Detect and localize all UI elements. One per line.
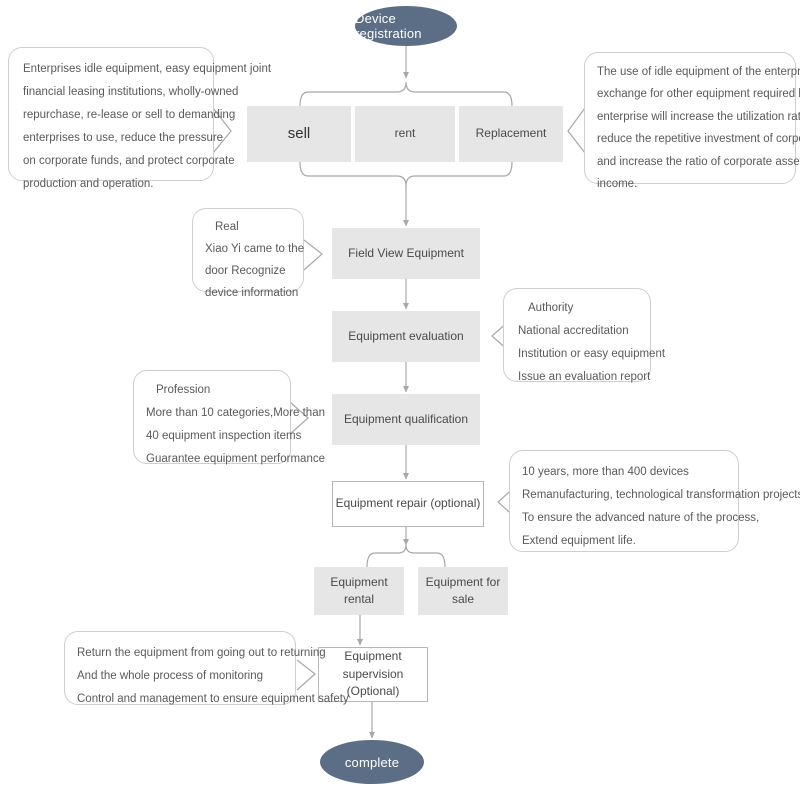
callout-replacement-note-line-4: reduce the repetitive investment of corp… <box>597 133 800 146</box>
node-option-rent-label: rent <box>394 126 416 141</box>
callout-replacement-note-line-6: income. <box>597 178 638 191</box>
node-equipment-for-sale[interactable]: Equipment for sale <box>418 567 508 615</box>
node-complete-label: complete <box>344 754 400 770</box>
callout-profession-note-line-1: More than 10 categories,More than <box>146 407 325 419</box>
callout-sell-note-line-5: on corporate funds, and protect corporat… <box>23 155 235 167</box>
callout-supervision-note-line-3: Control and management to ensure equipme… <box>77 693 349 705</box>
node-equipment-evaluation[interactable]: Equipment evaluation <box>332 311 480 362</box>
callout-repair-note-line-4: Extend equipment life. <box>522 535 636 547</box>
callout-supervision-note-line-1: Return the equipment from going out to r… <box>77 647 326 659</box>
node-option-sell-label: sell <box>287 125 311 143</box>
callout-profession-note-title: Profession <box>156 384 211 396</box>
callout-authority-note-line-1: National accreditation <box>518 325 629 337</box>
tail-sell-note <box>212 107 232 154</box>
callout-replacement-note-line-5: and increase the ratio of corporate asse… <box>597 155 800 168</box>
callout-profession-note: Profession More than 10 categories,More … <box>133 370 325 465</box>
callout-repair-note: 10 years, more than 400 devices Remanufa… <box>509 450 800 552</box>
callout-sell-note-line-6: production and operation. <box>23 178 154 190</box>
tail-supervision-note <box>296 659 316 691</box>
callout-authority-note: Authority National accreditation Institu… <box>503 288 666 383</box>
tail-real-note <box>303 239 323 271</box>
callout-sell-note-line-3: repurchase, re-lease or sell to demandin… <box>23 109 236 121</box>
callout-sell-note-line-1: Enterprises idle equipment, easy equipme… <box>23 63 272 75</box>
callout-replacement-note: The use of idle equipment of the enterpr… <box>584 52 800 190</box>
node-equipment-supervision-line2: (Optional) <box>346 684 400 699</box>
callout-real-note-line-1: Xiao Yi came to the <box>205 242 305 255</box>
callout-supervision-note: Return the equipment from going out to r… <box>64 631 349 705</box>
node-equipment-qualification-label: Equipment qualification <box>343 411 469 426</box>
callout-repair-note-line-3: To ensure the advanced nature of the pro… <box>522 512 760 524</box>
tail-replacement-note <box>567 107 586 154</box>
callout-authority-note-line-3: Issue an evaluation report <box>518 371 651 383</box>
node-equipment-supervision-line1: Equipment supervision <box>342 649 404 681</box>
callout-replacement-note-line-3: enterprise will increase the utilization… <box>597 110 800 123</box>
node-equipment-supervision[interactable]: Equipment supervision (Optional) <box>318 647 428 702</box>
node-start[interactable]: Device registration <box>355 6 457 46</box>
node-equipment-evaluation-label: Equipment evaluation <box>348 328 464 343</box>
node-field-view-equipment-label: Field View Equipment <box>348 245 464 260</box>
callout-real-note-title: Real <box>215 221 239 233</box>
callout-profession-note-line-2: 40 equipment inspection items <box>146 430 302 442</box>
callout-replacement-note-line-2: exchange for other equipment required by… <box>597 88 800 101</box>
node-field-view-equipment[interactable]: Field View Equipment <box>332 228 480 279</box>
node-option-rent[interactable]: rent <box>355 106 455 162</box>
brace-options-bottom <box>299 161 513 187</box>
node-equipment-repair[interactable]: Equipment repair (optional) <box>332 481 484 527</box>
node-option-replacement[interactable]: Replacement <box>459 106 563 162</box>
callout-replacement-note-line-1: The use of idle equipment of the enterpr… <box>597 66 800 78</box>
node-complete[interactable]: complete <box>320 740 424 784</box>
node-equipment-qualification[interactable]: Equipment qualification <box>332 394 480 445</box>
callout-supervision-note-line-2: And the whole process of monitoring <box>77 670 264 682</box>
callout-repair-note-line-1: 10 years, more than 400 devices <box>522 466 689 478</box>
node-equipment-repair-label: Equipment repair (optional) <box>335 496 481 511</box>
tail-profession-note <box>289 401 309 435</box>
callout-profession-note-line-3: Guarantee equipment performance <box>146 453 325 465</box>
node-equipment-rental-label: Equipment rental <box>330 574 388 606</box>
callout-authority-note-line-2: Institution or easy equipment <box>518 348 666 360</box>
node-start-label: Device registration <box>355 11 422 41</box>
callout-sell-note-line-2: financial leasing institutions, wholly-o… <box>23 86 239 98</box>
callout-real-note-line-3: device information <box>205 286 299 299</box>
callout-real-note: Real Xiao Yi came to the door Recognize … <box>192 208 305 299</box>
node-equipment-rental[interactable]: Equipment rental <box>314 567 404 615</box>
node-option-sell[interactable]: sell <box>247 106 351 162</box>
callout-authority-note-title: Authority <box>528 302 574 314</box>
node-option-replacement-label: Replacement <box>475 126 547 141</box>
callout-sell-note: Enterprises idle equipment, easy equipme… <box>8 47 272 190</box>
node-equipment-for-sale-label: Equipment for sale <box>425 574 501 606</box>
brace-rental-sale <box>366 544 446 568</box>
callout-real-note-line-2: door Recognize <box>205 264 286 277</box>
callout-repair-note-line-2: Remanufacturing, technological transform… <box>522 489 800 501</box>
brace-options-top <box>299 81 513 107</box>
callout-sell-note-line-4: enterprises to use, reduce the pressure <box>23 132 224 144</box>
